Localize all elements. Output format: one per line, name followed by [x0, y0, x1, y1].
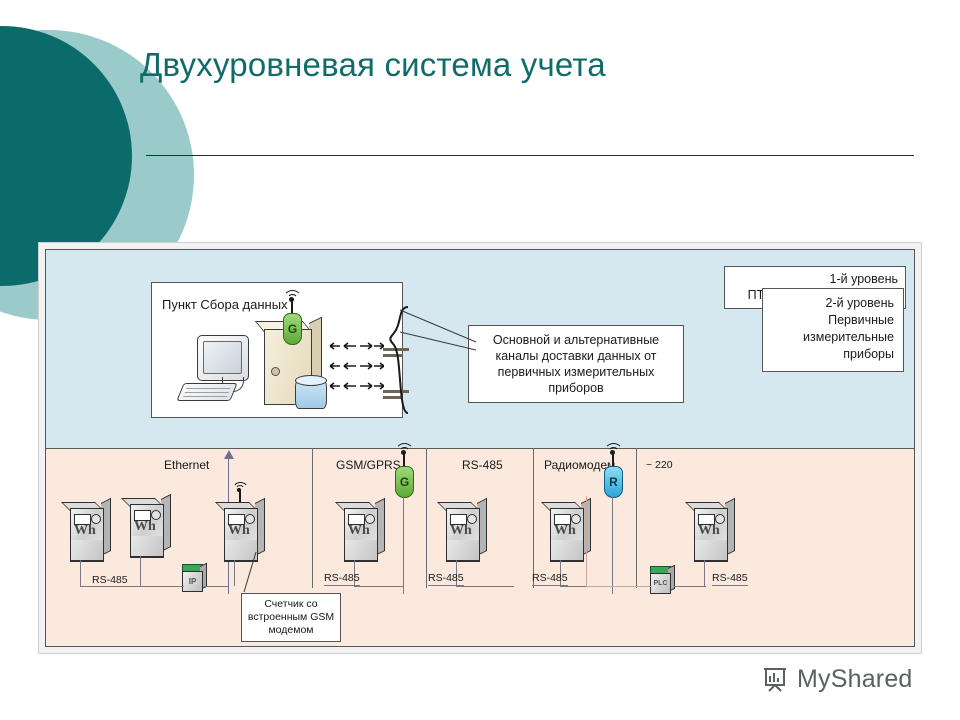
- level1-badge-line1: 1-й уровень: [829, 272, 898, 286]
- data-collection-point-panel: Пункт Сбора данных: [151, 282, 409, 418]
- data-arrows-row-2: [329, 362, 384, 370]
- meter-5: Wh: [437, 497, 487, 562]
- watermark: MyShared: [760, 664, 913, 694]
- ip-converter-module: IP: [182, 562, 207, 592]
- meter-3-glyph: Wh: [228, 523, 250, 538]
- diagram-image-frame: 1-й уровень ПТК Арго: Энергоресурсы Пунк…: [38, 242, 922, 654]
- watermark-text: MyShared: [797, 664, 913, 693]
- ip-to-ethernet-line: [204, 586, 228, 588]
- power-riser-220: [586, 496, 588, 587]
- radio-antenna-wave-inner-icon: [608, 447, 619, 458]
- radio-antenna-wave-outer-icon: [604, 443, 623, 462]
- data-arrows-row-3: [329, 382, 384, 390]
- radio-modem-glyph: R: [609, 475, 618, 489]
- gsm-gprs-modem-glyph: G: [399, 475, 410, 489]
- plc-module-label: PLC: [650, 573, 671, 594]
- level2-badge-line3: измерительные: [803, 330, 894, 344]
- title-divider: [146, 155, 914, 156]
- meter-2-glyph: Wh: [134, 519, 156, 534]
- gsm-antenna-wave-inner-icon: [399, 447, 410, 458]
- two-level-metering-diagram: 1-й уровень ПТК Арго: Энергоресурсы Пунк…: [45, 249, 915, 647]
- meter-4-to-gsm-line: [354, 586, 404, 588]
- level2-badge-line4: приборы: [843, 347, 894, 361]
- level2-badge-line2: Первичные: [828, 313, 894, 327]
- column-separator-2: [426, 448, 427, 588]
- meter-4-drop: [354, 560, 356, 586]
- column-separator-1: [312, 448, 313, 588]
- meter-6-drop: [560, 560, 562, 586]
- data-arrows-row-1: [329, 342, 384, 350]
- meter-3-drop: [234, 560, 236, 586]
- gsm-antenna-mast-icon: [403, 452, 405, 468]
- gsm-bus-line: [403, 496, 405, 594]
- gsm-meter-antenna-mast-icon: [239, 490, 241, 502]
- channels-brace-icon: [389, 306, 409, 414]
- bus-label-1: RS-485: [92, 574, 128, 586]
- radio-bus-line: [612, 496, 614, 594]
- gsm-meter-callout-leader: [243, 551, 257, 593]
- server-gsm-modem-glyph: G: [287, 322, 298, 336]
- channel-label-ethernet: Ethernet: [164, 458, 210, 472]
- antenna-wave-inner-icon: [287, 294, 298, 305]
- meter-5-bus-line: [456, 586, 514, 588]
- plc-module: PLC: [650, 564, 675, 594]
- meter-6: Wh: [541, 497, 591, 562]
- keyboard-icon: [176, 383, 238, 401]
- monitor-icon: [197, 335, 249, 381]
- meter-2-drop: [140, 556, 142, 586]
- radio-modem-icon: R: [604, 466, 623, 498]
- meter-7: Wh: [685, 497, 735, 562]
- meter-1: Wh: [61, 497, 111, 562]
- antenna-mast-icon: [291, 299, 293, 315]
- ip-converter-label: IP: [182, 571, 203, 592]
- meter-4-glyph: Wh: [348, 523, 370, 538]
- power-line-220: [586, 586, 652, 588]
- column-separator-4: [636, 448, 637, 588]
- gsm-antenna-wave-outer-icon: [395, 443, 414, 462]
- bus-label-3: RS-485: [428, 572, 464, 586]
- database-icon-top: [295, 375, 327, 386]
- meter-6-glyph: Wh: [554, 523, 576, 538]
- gsm-meter-antenna-wave-inner-icon: [235, 485, 245, 495]
- monitor-screen: [203, 341, 242, 374]
- meter-2: Wh: [121, 493, 171, 558]
- delivery-channels-callout: Основной и альтернативные каналы доставк…: [468, 325, 684, 403]
- gsm-meter-antenna-wave-outer-icon: [232, 482, 249, 499]
- meter-1-glyph: Wh: [74, 523, 96, 538]
- bus-label-4: RS-485: [532, 572, 568, 586]
- column-separator-3: [533, 448, 534, 588]
- meter-1-drop: [80, 560, 82, 586]
- page-title: Двухуровневая система учета: [140, 46, 606, 83]
- radio-antenna-mast-icon: [612, 452, 614, 468]
- meter-5-glyph: Wh: [450, 523, 472, 538]
- plc-to-meter-line: [674, 586, 706, 588]
- server-power-button: [271, 367, 280, 376]
- ethernet-uplink-arrow-icon: [224, 450, 234, 459]
- level1-badge: 1-й уровень ПТК Арго: Энергоресурсы: [724, 266, 906, 309]
- channel-label-radiomodem: Радиомодем: [544, 458, 616, 472]
- meter-7-drop: [704, 560, 706, 586]
- antenna-wave-outer-icon: [283, 290, 302, 309]
- callout-leader-lines: [399, 309, 477, 351]
- bus-label-5: RS-485: [712, 572, 748, 586]
- rs485-chain-left: [80, 586, 184, 588]
- level2-badge-line1: 2-й уровень: [825, 296, 894, 310]
- meter-3-gsm: Wh: [215, 497, 265, 562]
- data-collection-point-label: Пункт Сбора данных: [162, 297, 288, 312]
- meter-4: Wh: [335, 497, 385, 562]
- channel-label-gsm-gprs: GSM/GPRS: [336, 458, 401, 472]
- meter-7-glyph: Wh: [698, 523, 720, 538]
- meter-5-drop: [456, 560, 458, 586]
- bus-label-2: RS-485: [324, 572, 360, 586]
- channel-label-rs485: RS-485: [462, 458, 503, 472]
- channel-label-220v: ~ 220: [646, 459, 673, 471]
- gsm-gprs-modem-icon: G: [395, 466, 414, 498]
- presentation-chart-icon: [764, 668, 786, 692]
- gsm-meter-callout: Счетчик со встроенным GSM модемом: [241, 593, 341, 642]
- server-gsm-modem-icon: G: [283, 313, 302, 345]
- level2-badge: 2-й уровень Первичные измерительные приб…: [762, 288, 904, 372]
